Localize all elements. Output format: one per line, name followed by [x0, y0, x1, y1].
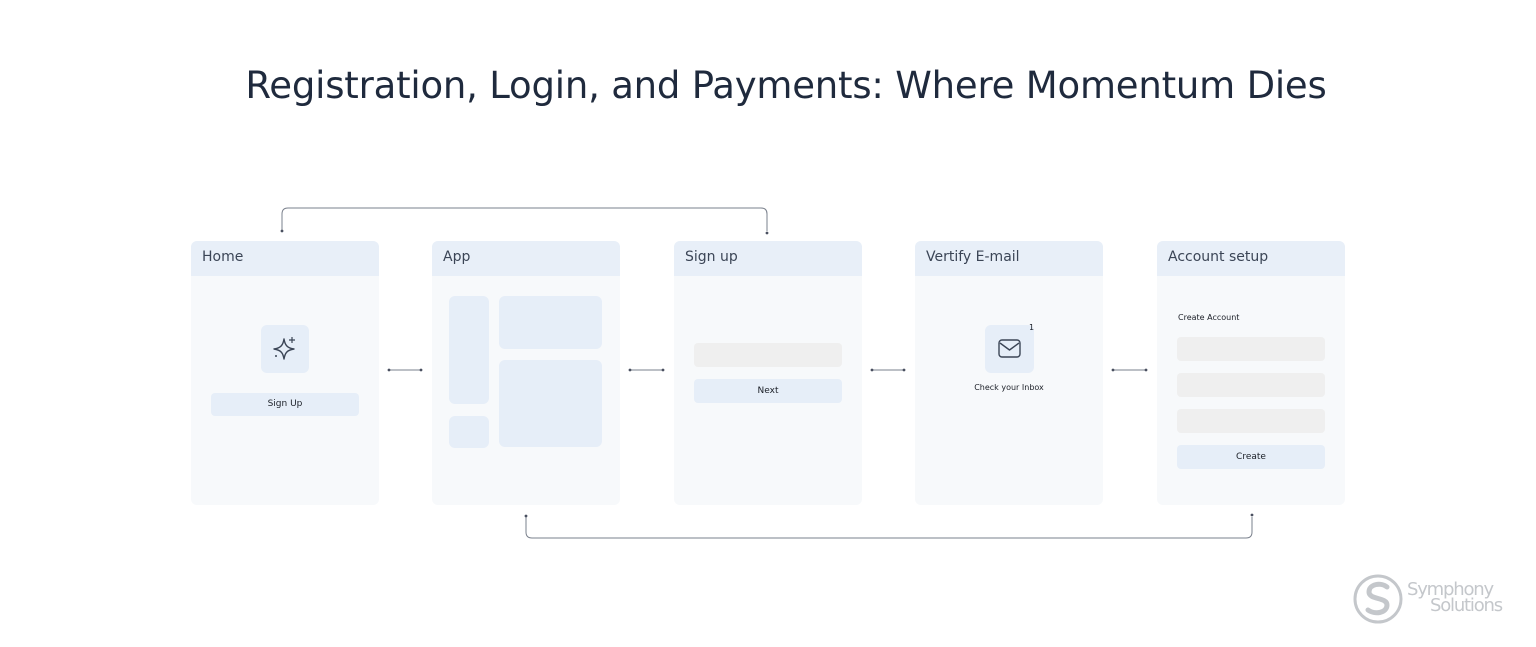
screen-home: Home Sign Up	[191, 241, 379, 505]
top-loop-connector	[281, 207, 768, 231]
screen-header: Home	[191, 241, 379, 276]
account-field-1[interactable]	[1177, 337, 1325, 361]
screen-app: App	[432, 241, 620, 505]
page-title: Registration, Login, and Payments: Where…	[245, 64, 1327, 107]
next-button[interactable]: Next	[694, 379, 842, 403]
screen-header: Vertify E-mail	[915, 241, 1103, 276]
placeholder-card	[499, 296, 602, 349]
create-button[interactable]: Create	[1177, 445, 1325, 469]
account-field-2[interactable]	[1177, 373, 1325, 397]
check-inbox-caption: Check your Inbox	[974, 383, 1044, 392]
account-field-3[interactable]	[1177, 409, 1325, 433]
screen-verify-email: Vertify E-mail 1 Check your Inbox	[915, 241, 1103, 505]
symphony-solutions-logo: Symphony Solutions	[1353, 573, 1513, 627]
mail-icon	[985, 325, 1034, 373]
screen-header: App	[432, 241, 620, 276]
logo-line-2: Solutions	[1430, 595, 1503, 616]
notification-badge: 1	[1029, 323, 1035, 332]
placeholder-sidebar	[449, 296, 489, 404]
bottom-loop-connector	[525, 517, 1253, 539]
placeholder-content	[499, 360, 602, 447]
sign-up-button[interactable]: Sign Up	[211, 393, 359, 416]
screen-header: Sign up	[674, 241, 862, 276]
create-account-label: Create Account	[1178, 313, 1240, 322]
screen-account-setup: Account setup Create Account Create	[1157, 241, 1345, 505]
email-field[interactable]	[694, 343, 842, 367]
screen-header: Account setup	[1157, 241, 1345, 276]
sparkle-icon	[261, 325, 309, 373]
placeholder-small	[449, 416, 489, 448]
logo-line-1: Symphony	[1407, 579, 1494, 600]
logo-mark-icon	[1353, 574, 1403, 624]
screen-sign-up: Sign up Next	[674, 241, 862, 505]
